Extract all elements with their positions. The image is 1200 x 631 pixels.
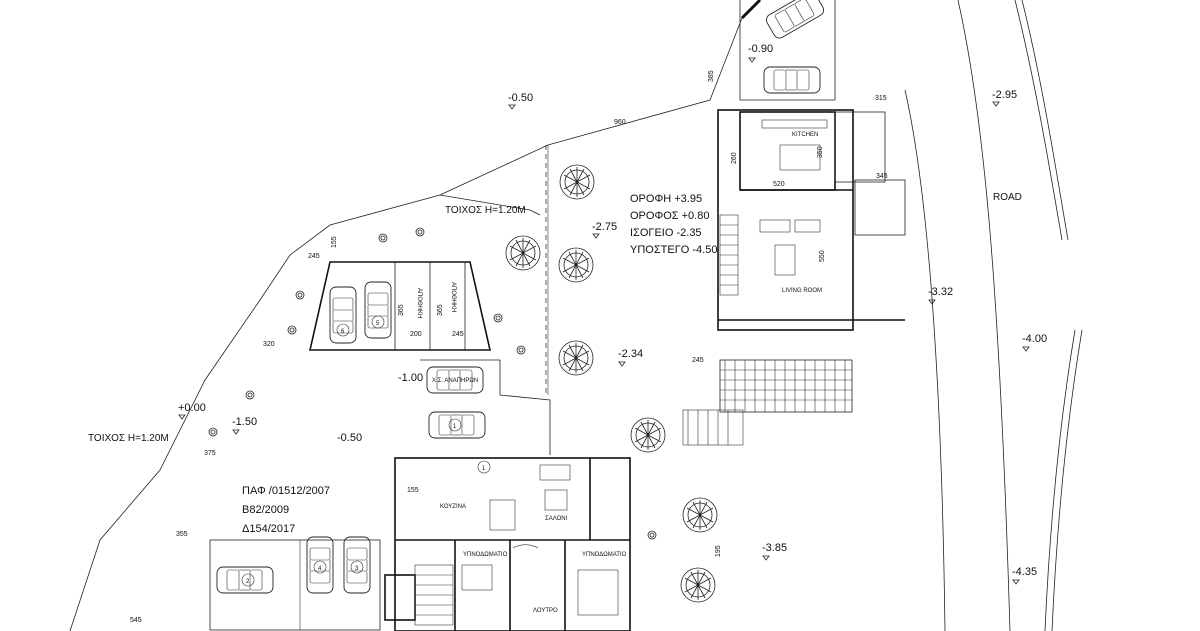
level-label: -3.32 (928, 286, 953, 298)
dimension-label: 155 (407, 487, 419, 494)
dimension-label: 960 (614, 119, 626, 126)
room-label: ΥΠΝΟΔΩΜΑΤΙΟ (463, 552, 508, 558)
dimension-label: 385 (708, 70, 715, 82)
room-label: LIVING ROOM (782, 288, 822, 294)
room-label: Χ.Σ. ΑΝΑΠΗΡΩΝ (432, 378, 478, 384)
dimension-label: 320 (263, 341, 275, 348)
room-label: ΣΑΛΟΝΙ (545, 516, 568, 522)
dimension-label: 245 (692, 357, 704, 364)
permit-line: Β82/2009 (242, 504, 289, 516)
dimension-label: 345 (876, 173, 888, 180)
upper-garage (739, 0, 836, 101)
upper-building (682, 109, 906, 446)
wall-note: ΤΟΙΧΟΣ Η=1.20Μ (88, 433, 169, 444)
dimension-label: 355 (176, 531, 188, 538)
level-label: -1.00 (398, 372, 423, 384)
level-label: -1.50 (232, 416, 257, 428)
notes: ΤΟΙΧΟΣ Η=1.20Μ ΤΟΙΧΟΣ Η=1.20Μ ROAD ΟΡΟΦΗ… (88, 192, 1022, 535)
room-labels: KITCHEN LIVING ROOM ΑΠΟΘΗΚΗ ΑΠΟΘΗΚΗ Χ.Σ.… (416, 132, 822, 614)
floor-level-line: ΟΡΟΦΟΣ +0.80 (630, 210, 709, 222)
dimension-label: 200 (410, 331, 422, 338)
lower-parking (209, 261, 551, 631)
dimension-label: 155 (331, 236, 338, 248)
dimension-label: 245 (308, 253, 320, 260)
floor-level-line: ΙΣΟΓΕΙΟ -2.35 (630, 227, 702, 239)
dimension-label: 245 (452, 331, 464, 338)
dimension-label: 520 (773, 181, 785, 188)
car-number: 2 (246, 579, 250, 585)
floor-level-line: ΟΡΟΦΗ +3.95 (630, 193, 702, 205)
dimension-label: 545 (130, 617, 142, 624)
dimension-label: 315 (875, 95, 887, 102)
room-label: ΑΠΟΘΗΚΗ (450, 282, 456, 312)
lower-house (384, 457, 631, 631)
dimension-label: 375 (204, 450, 216, 457)
dimension-label: 195 (715, 545, 722, 557)
level-label: -2.34 (618, 348, 643, 360)
level-label: -0.50 (337, 432, 362, 444)
floor-level-line: ΥΠΟΣΤΕΓΟ -4.50 (630, 244, 717, 256)
permit-line: ΠΑΦ /01512/2007 (242, 485, 330, 497)
dimension-label: 365 (398, 304, 405, 316)
dimension-label: 350 (817, 146, 824, 158)
road-label: ROAD (993, 192, 1022, 203)
dimension-label: 260 (731, 152, 738, 164)
level-label: -0.90 (748, 43, 773, 55)
level-label: -3.85 (762, 542, 787, 554)
car-number: 5 (376, 321, 380, 327)
level-label: -2.75 (592, 221, 617, 233)
level-label: -4.35 (1012, 566, 1037, 578)
car-number: 3 (355, 566, 359, 572)
room-label: ΥΠΝΟΔΩΜΑΤΙΟ (582, 552, 627, 558)
permit-line: Δ154/2017 (242, 523, 295, 535)
level-label: -2.95 (992, 89, 1017, 101)
dimension-labels: 385 315 960 350 520 345 260 550 245 155 … (130, 70, 888, 624)
car-number: 4 (318, 566, 322, 572)
level-labels: -0.90 -0.50 -2.95 -2.75 -3.32 -4.00 -2.3… (178, 43, 1047, 578)
room-label: ΑΠΟΘΗΚΗ (416, 288, 422, 318)
car-numbers: 6 5 1 4 3 2 1 (241, 315, 491, 587)
car-number: 1 (453, 424, 457, 430)
room-label: ΚΟΥΖΙΝΑ (440, 504, 466, 510)
property-boundary (69, 0, 762, 631)
room-label: KITCHEN (792, 132, 818, 138)
level-markers (178, 57, 1030, 585)
room-label: ΛΟΥΤΡΟ (533, 608, 558, 614)
dimension-label: 550 (819, 250, 826, 262)
wall-note: ΤΟΙΧΟΣ Η=1.20Μ (445, 205, 526, 216)
road (904, 0, 1083, 631)
dimension-label: 365 (437, 304, 444, 316)
grid-marker: 1 (482, 466, 486, 472)
car-number: 6 (341, 329, 345, 335)
level-label: -0.50 (508, 92, 533, 104)
level-label: -4.00 (1022, 333, 1047, 345)
level-label: +0.00 (178, 402, 206, 414)
